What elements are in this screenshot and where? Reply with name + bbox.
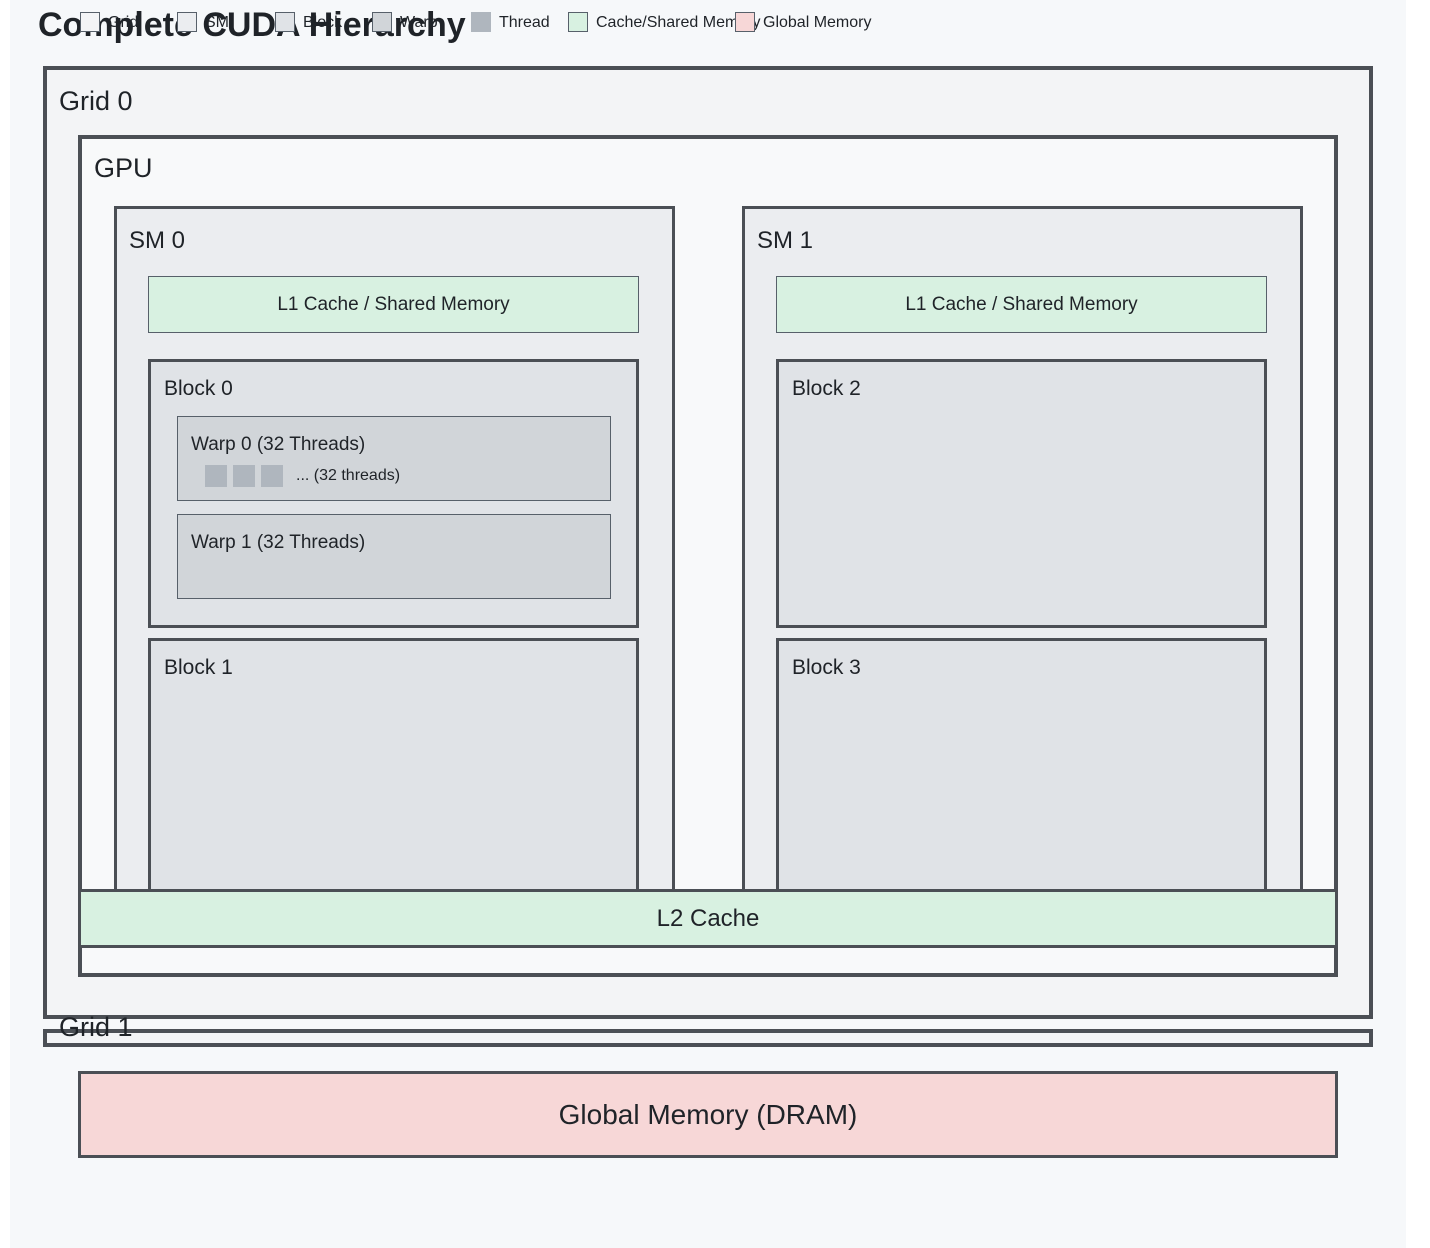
- legend-swatch-block: [275, 12, 295, 32]
- legend-swatch-global-memory: [735, 12, 755, 32]
- sm-1-l1-cache: L1 Cache / Shared Memory: [776, 276, 1267, 333]
- block-2: Block 2: [776, 359, 1267, 628]
- grid-0-label: Grid 0: [59, 86, 133, 116]
- legend-swatch-thread: [471, 12, 491, 32]
- legend-swatch-cache: [568, 12, 588, 32]
- warp-0-label: Warp 0 (32 Threads): [191, 434, 366, 455]
- gpu-label: GPU: [94, 153, 153, 183]
- warp-1-label: Warp 1 (32 Threads): [191, 532, 366, 553]
- legend-label-thread: Thread: [499, 14, 550, 31]
- sm-1-l1-cache-label: L1 Cache / Shared Memory: [905, 293, 1138, 315]
- thread-square: [233, 465, 255, 487]
- block-1: Block 1: [148, 638, 639, 892]
- global-memory-label: Global Memory (DRAM): [558, 1098, 858, 1130]
- legend-swatch-warp: [372, 12, 392, 32]
- thread-square: [205, 465, 227, 487]
- sm-0-l1-cache-label: L1 Cache / Shared Memory: [277, 293, 510, 315]
- grid-1: [43, 1029, 1373, 1047]
- sm-0-l1-cache: L1 Cache / Shared Memory: [148, 276, 639, 333]
- l2-cache-label: L2 Cache: [656, 904, 760, 932]
- warp-1: Warp 1 (32 Threads): [177, 514, 611, 599]
- l2-cache: L2 Cache: [78, 889, 1338, 948]
- thread-square: [261, 465, 283, 487]
- warp-0: Warp 0 (32 Threads) ... (32 threads): [177, 416, 611, 501]
- block-3-label: Block 3: [792, 656, 861, 679]
- block-3: Block 3: [776, 638, 1267, 892]
- block-0-label: Block 0: [164, 377, 233, 400]
- block-1-label: Block 1: [164, 656, 233, 679]
- legend-label-cache: Cache/Shared Memory: [596, 14, 761, 31]
- legend-label-block: Block: [303, 14, 343, 31]
- global-memory: Global Memory (DRAM): [78, 1071, 1338, 1158]
- sm-0-label: SM 0: [129, 227, 186, 254]
- legend-label-global-memory: Global Memory: [763, 14, 872, 31]
- grid-1-label: Grid 1: [59, 1012, 133, 1042]
- legend-label-warp: Warp: [400, 14, 438, 31]
- diagram-title: Complete CUDA Hierarchy: [38, 6, 466, 44]
- sm-1-label: SM 1: [757, 227, 814, 254]
- legend-swatch-sm: [177, 12, 197, 32]
- block-2-label: Block 2: [792, 377, 861, 400]
- threads-note: ... (32 threads): [296, 467, 401, 484]
- legend-label-sm: SM: [205, 14, 229, 31]
- legend-label-grid: Grid: [108, 14, 139, 31]
- legend-swatch-grid: [80, 12, 100, 32]
